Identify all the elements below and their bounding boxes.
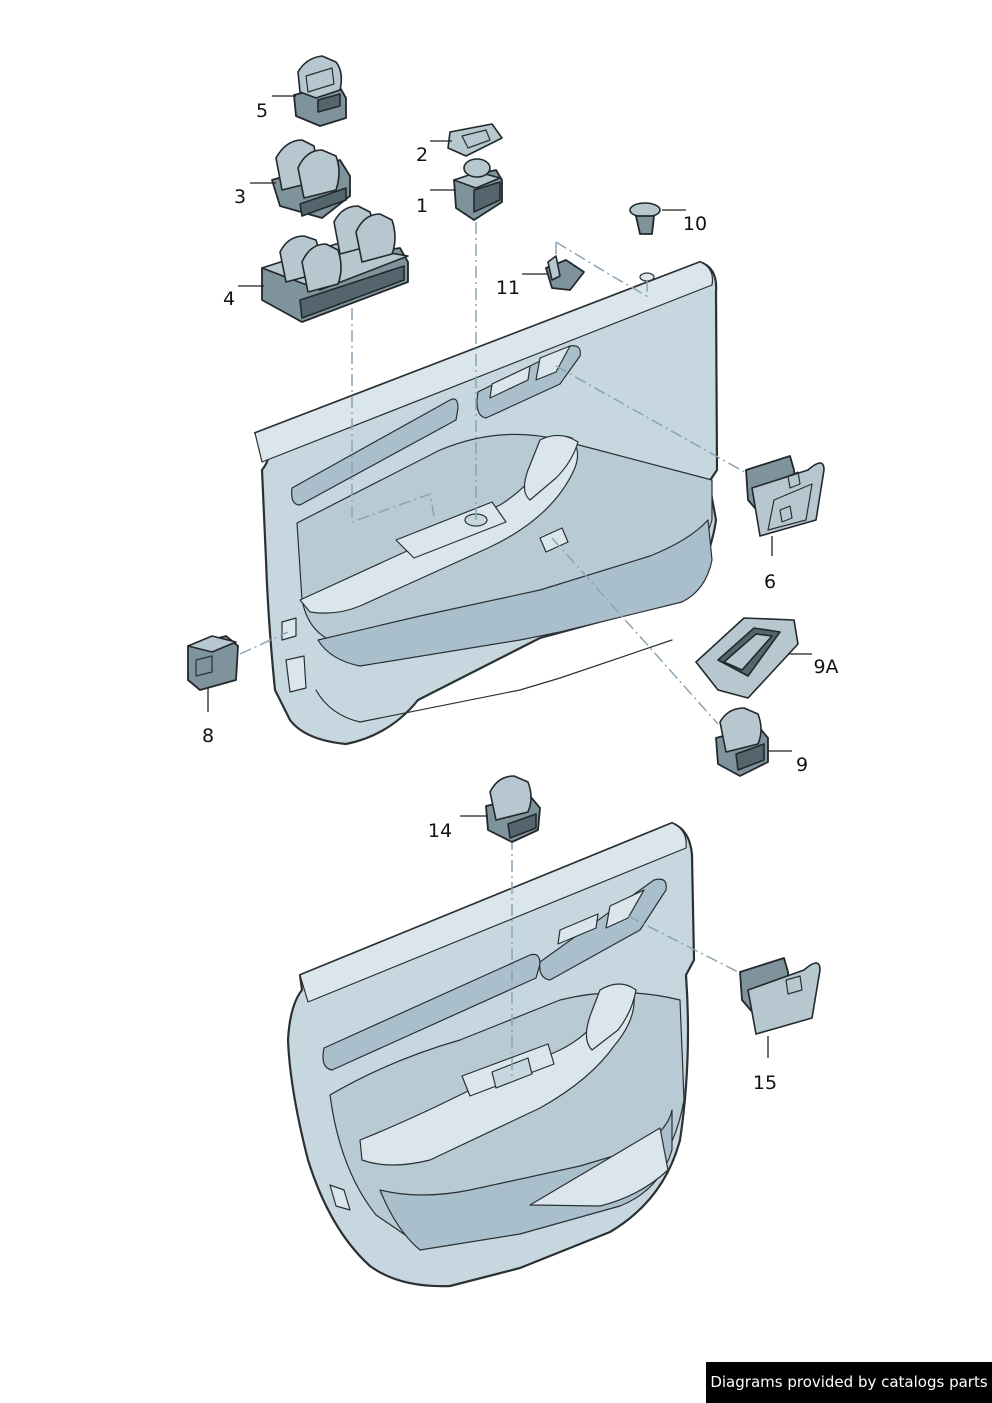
part-6-seat-switch: [745, 455, 825, 537]
part-8-small-switch: [187, 635, 239, 691]
credit-text: Diagrams provided by catalogs parts: [710, 1373, 988, 1391]
part-4-quad-switch: [261, 205, 409, 323]
callout-15: 15: [753, 1072, 777, 1094]
part-14-switch: [485, 775, 541, 843]
front-door-panel: [253, 260, 719, 746]
rear-door-panel: [286, 821, 696, 1288]
callout-labels: 5 2 1 3 4 10 11 6 9A 8 9 14 15: [202, 100, 839, 1094]
callout-8: 8: [202, 725, 214, 747]
callout-14: 14: [428, 820, 452, 842]
part-9a-switch-bezel: [695, 617, 799, 699]
part-11-clip: [545, 255, 585, 291]
part-15-seat-switch: [739, 957, 821, 1035]
callout-9: 9: [796, 754, 808, 776]
part-3-double-switch: [271, 139, 351, 219]
part-10-clip: [629, 202, 661, 235]
callout-4: 4: [223, 288, 235, 310]
callout-2: 2: [416, 144, 428, 166]
leader-lines: [207, 95, 812, 1058]
callout-6: 6: [764, 571, 776, 593]
callout-10: 10: [683, 213, 707, 235]
part-2-bezel: [447, 123, 503, 157]
callout-3: 3: [234, 186, 246, 208]
callout-9a: 9A: [813, 656, 838, 678]
guide-lines: [239, 222, 749, 1078]
part-9-switch: [715, 707, 769, 777]
callout-1: 1: [416, 195, 428, 217]
callout-5: 5: [256, 100, 268, 122]
part-1-mirror-switch: [453, 158, 503, 221]
credit-banner: Diagrams provided by catalogs parts: [706, 1362, 992, 1403]
part-5-single-switch: [293, 55, 347, 127]
callout-11: 11: [496, 277, 520, 299]
